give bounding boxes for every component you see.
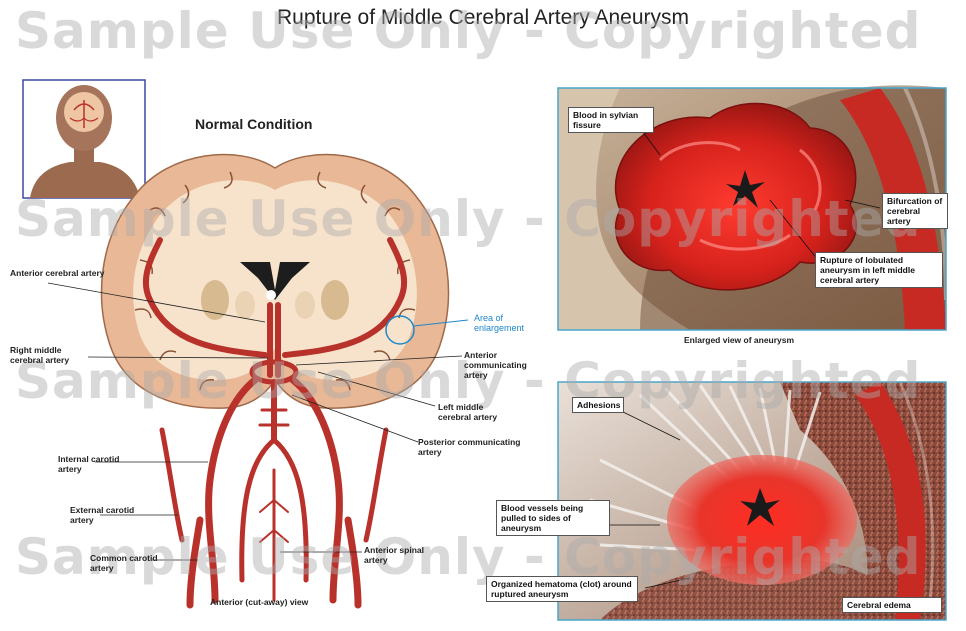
label-right-middle-cerebral-artery: Right middle cerebral artery — [10, 345, 90, 365]
caption-enlarged-view: Enlarged view of aneurysm — [684, 335, 794, 345]
label-anterior-communicating-artery: Anterior communicating artery — [464, 350, 544, 380]
callout-organized-hematoma: Organized hematoma (clot) around rupture… — [486, 576, 638, 602]
label-posterior-communicating-artery: Posterior communicating artery — [418, 437, 526, 457]
callout-adhesions: Adhesions — [572, 397, 624, 413]
callout-cerebral-edema: Cerebral edema — [842, 597, 942, 613]
caption-anterior-view: Anterior (cut-away) view — [210, 597, 308, 607]
label-area-of-enlargement: Area of enlargement — [474, 313, 554, 333]
callout-bifurcation: Bifurcation of cerebral artery — [882, 193, 948, 229]
normal-condition-heading: Normal Condition — [195, 116, 312, 132]
diagram-title: Rupture of Middle Cerebral Artery Aneury… — [0, 6, 966, 30]
label-anterior-spinal-artery: Anterior spinal artery — [364, 545, 444, 565]
label-external-carotid-artery: External carotid artery — [70, 505, 150, 525]
callout-blood-in-sylvian-fissure: Blood in sylvian fissure — [568, 107, 654, 133]
callout-blood-vessels-pulled: Blood vessels being pulled to sides of a… — [496, 500, 610, 536]
callout-rupture: Rupture of lobulated aneurysm in left mi… — [815, 252, 943, 288]
label-anterior-cerebral-artery: Anterior cerebral artery — [10, 268, 105, 278]
label-left-middle-cerebral-artery: Left middle cerebral artery — [438, 402, 508, 422]
label-internal-carotid-artery: Internal carotid artery — [58, 454, 138, 474]
label-common-carotid-artery: Common carotid artery — [90, 553, 162, 573]
head-thumbnail — [23, 80, 145, 198]
